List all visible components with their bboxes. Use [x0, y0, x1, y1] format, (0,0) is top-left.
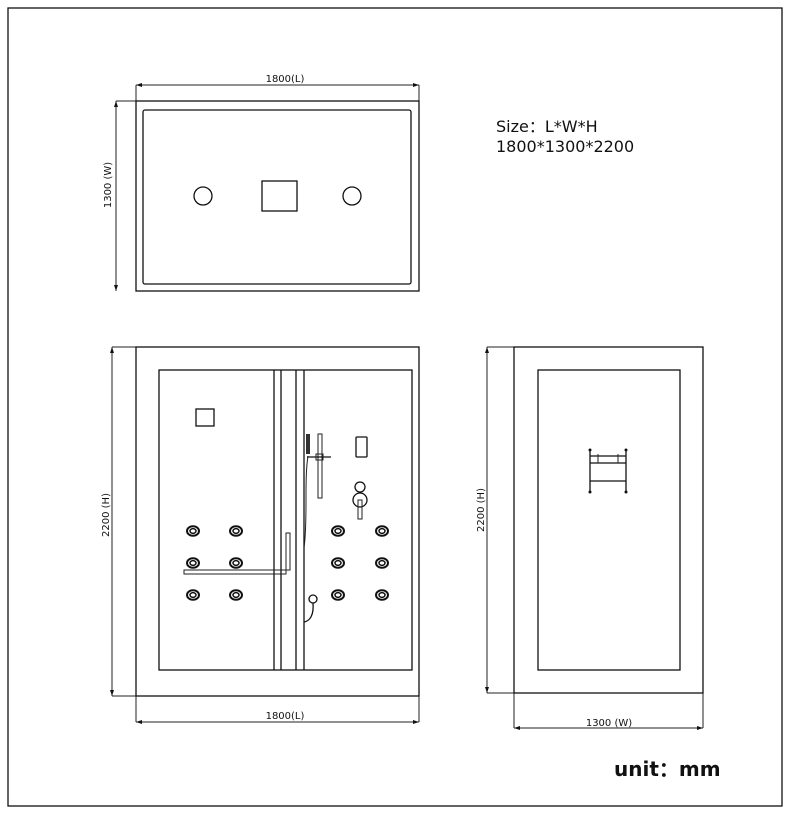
speaker-icon: [195, 408, 215, 427]
shower-hose: [303, 455, 309, 549]
hand-shower-icon: [306, 434, 310, 454]
massage-jet-icon: [375, 525, 389, 537]
massage-jet-icon: [186, 557, 200, 569]
massage-jet-icon: [331, 557, 345, 569]
ceiling-light-icon: [342, 186, 362, 206]
top-length-label: 1800(L): [266, 74, 305, 85]
top-inner-tray: [142, 109, 412, 285]
front-view: 2200 (H) 1800(L): [101, 346, 420, 724]
size-values: 1800*1300*2200: [496, 137, 634, 156]
mixer-valve-icon: [352, 492, 368, 508]
side-panel: [537, 369, 681, 671]
front-glass-panel: [158, 369, 413, 671]
top-outer-frame: [135, 100, 420, 292]
massage-jet-icon: [331, 589, 345, 601]
massage-jet-icon: [229, 557, 243, 569]
massage-jet-icon: [186, 525, 200, 537]
top-width-label: 1300 (W): [103, 162, 114, 208]
slide-bar-icon: [317, 433, 323, 499]
side-view: 2200 (H) 1300 (W): [476, 346, 704, 730]
side-height-label: 2200 (H): [476, 488, 487, 532]
diverter-icon: [354, 481, 366, 493]
drawing-border: [7, 7, 783, 807]
towel-rack-icon: [588, 448, 628, 494]
foot-valve-icon: [308, 594, 318, 604]
massage-jet-icon: [229, 525, 243, 537]
rain-shower-head-icon: [261, 180, 298, 212]
front-outer-frame: [135, 346, 420, 697]
side-outer-frame: [513, 346, 704, 694]
grab-handle-icon: [183, 532, 291, 575]
ceiling-light-icon: [193, 186, 213, 206]
size-label: Size：L*W*H: [496, 117, 598, 136]
control-panel-icon: [355, 436, 368, 458]
massage-jet-icon: [229, 589, 243, 601]
massage-jet-icon: [331, 525, 345, 537]
massage-jet-icon: [375, 589, 389, 601]
massage-jet-icon: [186, 589, 200, 601]
massage-jets: [186, 525, 389, 601]
front-length-label: 1800(L): [266, 711, 305, 722]
side-width-label: 1300 (W): [586, 718, 632, 729]
massage-jet-icon: [375, 557, 389, 569]
front-height-label: 2200 (H): [101, 493, 112, 537]
unit-label: unit：mm: [614, 757, 721, 781]
top-view: 1800(L) 1300 (W): [103, 74, 420, 292]
